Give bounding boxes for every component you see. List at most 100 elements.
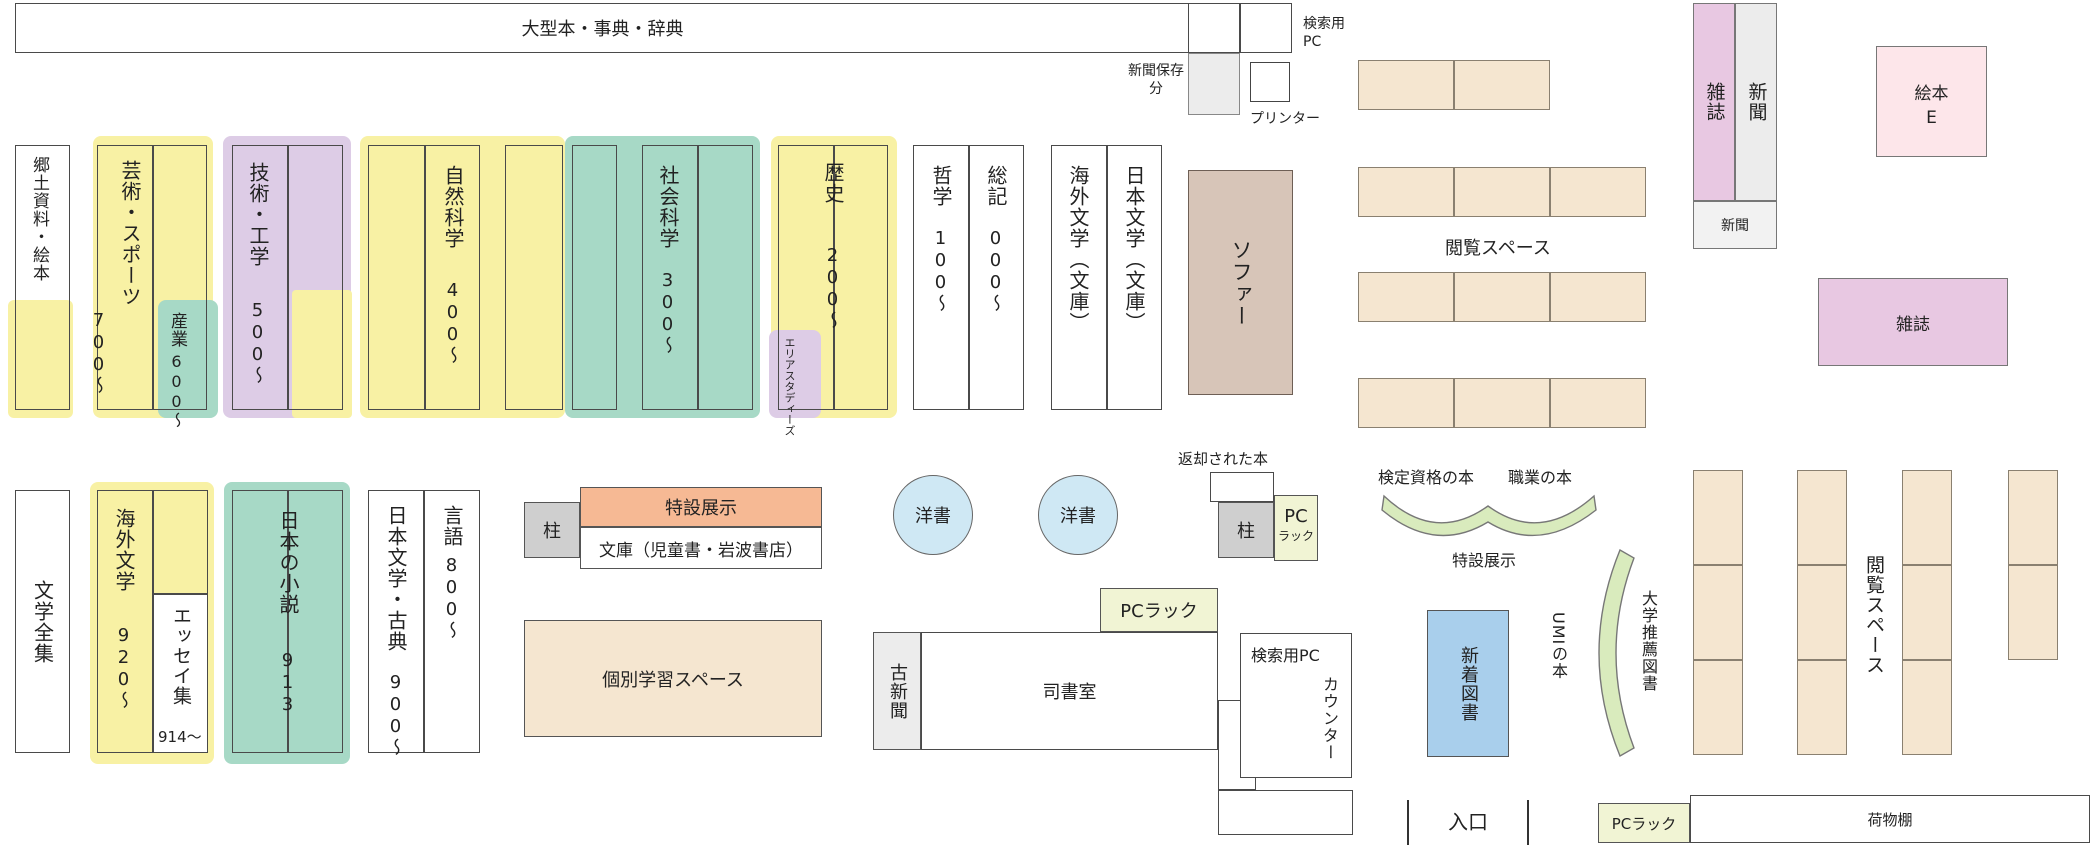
reading-space2-label: 閲覧スペース: [1863, 555, 1885, 675]
reading-table-4c: [1550, 378, 1646, 428]
old-newspapers-label: 古新聞: [887, 662, 908, 720]
printer-label: プリンター: [1250, 111, 1320, 127]
zone-yellow-natural: [360, 136, 565, 418]
study-space: 個別学習スペース: [524, 620, 822, 737]
pc-rack-bottom-label: PCラック: [1611, 814, 1677, 833]
industry-code: 600～: [167, 352, 186, 429]
shelf-jpnovel-1: [232, 490, 288, 753]
shelf-jpnovel-2: [288, 490, 343, 753]
entrance-wall-right: [1527, 800, 1529, 845]
newspaper-v-label: 新聞: [1745, 82, 1768, 122]
language-label: 言語: [440, 505, 464, 547]
social-science-label: 社会科学: [656, 165, 680, 249]
career-books-label: 職業の本: [1508, 468, 1573, 487]
shelf-social-3: [698, 145, 753, 410]
shelf-foreign-bunko: [1051, 145, 1107, 410]
reading-table-3c: [1550, 272, 1646, 322]
new-books-label: 新着図書: [1458, 645, 1479, 722]
shelf-natural-2: [425, 145, 480, 410]
reading-table-2a: [1358, 167, 1454, 217]
shelf-tech-1: [232, 145, 288, 410]
shelf-philosophy: [913, 145, 969, 410]
essays-code: 914～: [158, 728, 202, 746]
shelf-local-picture: 郷土資料・絵本: [15, 145, 70, 410]
reading-col-1b: [1693, 565, 1743, 660]
shelf-natural-1: [368, 145, 425, 410]
shelf-lit-collection: 文学全集: [15, 490, 70, 753]
pc-rack-small-sub: ラック: [1277, 529, 1314, 543]
big-books-label: 大型本・事典・辞典: [521, 19, 684, 40]
magazines-shelf: 雑誌: [1818, 278, 2008, 366]
shelf-history-2: [834, 145, 888, 410]
reading-table-1b: [1454, 60, 1550, 110]
reading-col-2a: [1797, 470, 1847, 565]
picture-books-label: 絵本: [1914, 84, 1949, 104]
pc-rack-top-label: PCラック: [1120, 601, 1198, 622]
returned-books-label: 返却された本: [1178, 450, 1269, 468]
newspaper-rack: 新聞: [1693, 201, 1777, 249]
foreign-bunko-label: 海外文学（文庫）: [1066, 165, 1090, 333]
shelf-essays: [153, 594, 208, 753]
luggage-shelf: 荷物棚: [1690, 795, 2090, 843]
special-exhibit-shelf: 特設展示: [580, 487, 822, 527]
western-books-1-label: 洋書: [915, 506, 951, 527]
search-pc-desk-2: [1240, 3, 1292, 53]
general-code: 000～: [985, 228, 1006, 313]
jp-novels-label: 日本の小説: [276, 510, 300, 615]
essays-label: エッセイ集: [170, 606, 192, 706]
shelf-social-1: [572, 145, 617, 410]
area-studies-label: エリアスタディーズ: [783, 337, 796, 436]
foreign-lit-code: 920～: [113, 625, 134, 710]
philosophy-code: 100～: [930, 228, 951, 313]
pillar-2: 柱: [1218, 502, 1274, 558]
western-books-table-1: 洋書: [893, 475, 973, 555]
reading-table-2b: [1454, 167, 1550, 217]
history-label: 歴史: [821, 162, 845, 204]
search-pc-desk-1: [1188, 3, 1240, 53]
shelf-foreign-lit: [97, 490, 153, 753]
magazines-rack-vertical: 雑誌: [1693, 3, 1735, 201]
zone-green-social: [565, 136, 760, 418]
special-exhibit-label: 特設展示: [665, 498, 737, 519]
newspaper-rack-vertical: 新聞: [1735, 3, 1777, 201]
librarian-room-label: 司書室: [1042, 682, 1097, 703]
reading-col-4a: [2008, 470, 2058, 565]
pillar-1-label: 柱: [543, 521, 561, 542]
umi-books-label: UMIの本: [1549, 612, 1568, 680]
reading-col-3b: [1902, 565, 1952, 660]
umi-arc: [1598, 548, 1635, 758]
search-pc2-label: 検索用PC: [1251, 646, 1320, 665]
pc-rack-top: PCラック: [1100, 588, 1218, 632]
reading-space-label: 閲覧スペース: [1445, 238, 1551, 259]
reading-col-2b: [1797, 565, 1847, 660]
picture-books-code: E: [1926, 108, 1937, 128]
counter-label: カウンター: [1320, 676, 1339, 761]
counter-desk: 検索用PC カウンター: [1240, 633, 1352, 778]
industry-label: 産業: [167, 312, 187, 348]
picture-books-shelf: 絵本 E: [1876, 46, 1987, 157]
shelf-tech-2: [288, 145, 343, 410]
pc-rack-small-label: PC: [1284, 506, 1308, 527]
old-newspapers: 古新聞: [873, 632, 921, 750]
returned-books-box: [1210, 472, 1274, 502]
reading-col-2c: [1797, 660, 1847, 755]
reading-table-1a: [1358, 60, 1454, 110]
western-books-2-label: 洋書: [1060, 506, 1096, 527]
newspaper-storage-box: [1188, 53, 1240, 115]
reading-table-3b: [1454, 272, 1550, 322]
shelf-essays-top: [153, 490, 208, 594]
zone-yellow-local: [8, 300, 73, 418]
shelf-natural-3: [505, 145, 563, 410]
technology-code: 500～: [247, 300, 268, 385]
reading-table-4b: [1454, 378, 1550, 428]
western-books-table-2: 洋書: [1038, 475, 1118, 555]
big-books-shelf: 大型本・事典・辞典: [15, 3, 1190, 53]
shelf-general: [969, 145, 1024, 410]
entrance-label: 入口: [1448, 810, 1488, 834]
shelf-arts-1: [97, 145, 153, 410]
zone-purple-area: [769, 330, 821, 418]
special-exhibit-arc: [1381, 494, 1597, 537]
social-science-code: 300～: [657, 270, 678, 355]
reading-col-3c: [1902, 660, 1952, 755]
technology-label: 技術・工学: [246, 162, 270, 267]
